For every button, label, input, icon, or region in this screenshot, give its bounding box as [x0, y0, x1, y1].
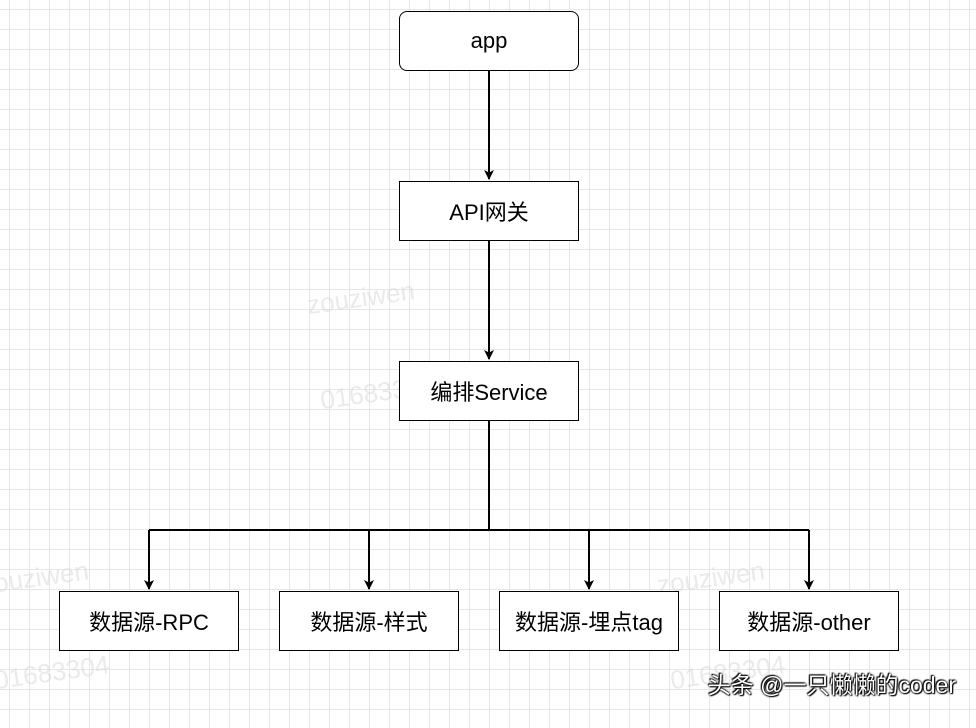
node-datasource-other-label: 数据源-other: [747, 610, 871, 635]
node-datasource-rpc-label: 数据源-RPC: [89, 610, 209, 635]
node-datasource-other[interactable]: 数据源-other: [719, 591, 899, 651]
node-app-label: app: [470, 28, 508, 53]
node-api-gateway[interactable]: API网关: [399, 181, 579, 241]
node-app[interactable]: app: [399, 11, 579, 71]
node-orchestrator-service-label: 编排Service: [430, 380, 548, 405]
source-credit: 头条 @一只懒懒的coder: [707, 672, 956, 698]
node-api-gateway-label: API网关: [449, 200, 529, 225]
node-datasource-tracking[interactable]: 数据源-埋点tag: [499, 591, 679, 651]
node-orchestrator-service[interactable]: 编排Service: [399, 361, 579, 421]
node-datasource-style[interactable]: 数据源-样式: [279, 591, 459, 651]
node-datasource-tracking-label: 数据源-埋点tag: [515, 610, 663, 635]
node-datasource-rpc[interactable]: 数据源-RPC: [59, 591, 239, 651]
node-datasource-style-label: 数据源-样式: [310, 610, 428, 635]
